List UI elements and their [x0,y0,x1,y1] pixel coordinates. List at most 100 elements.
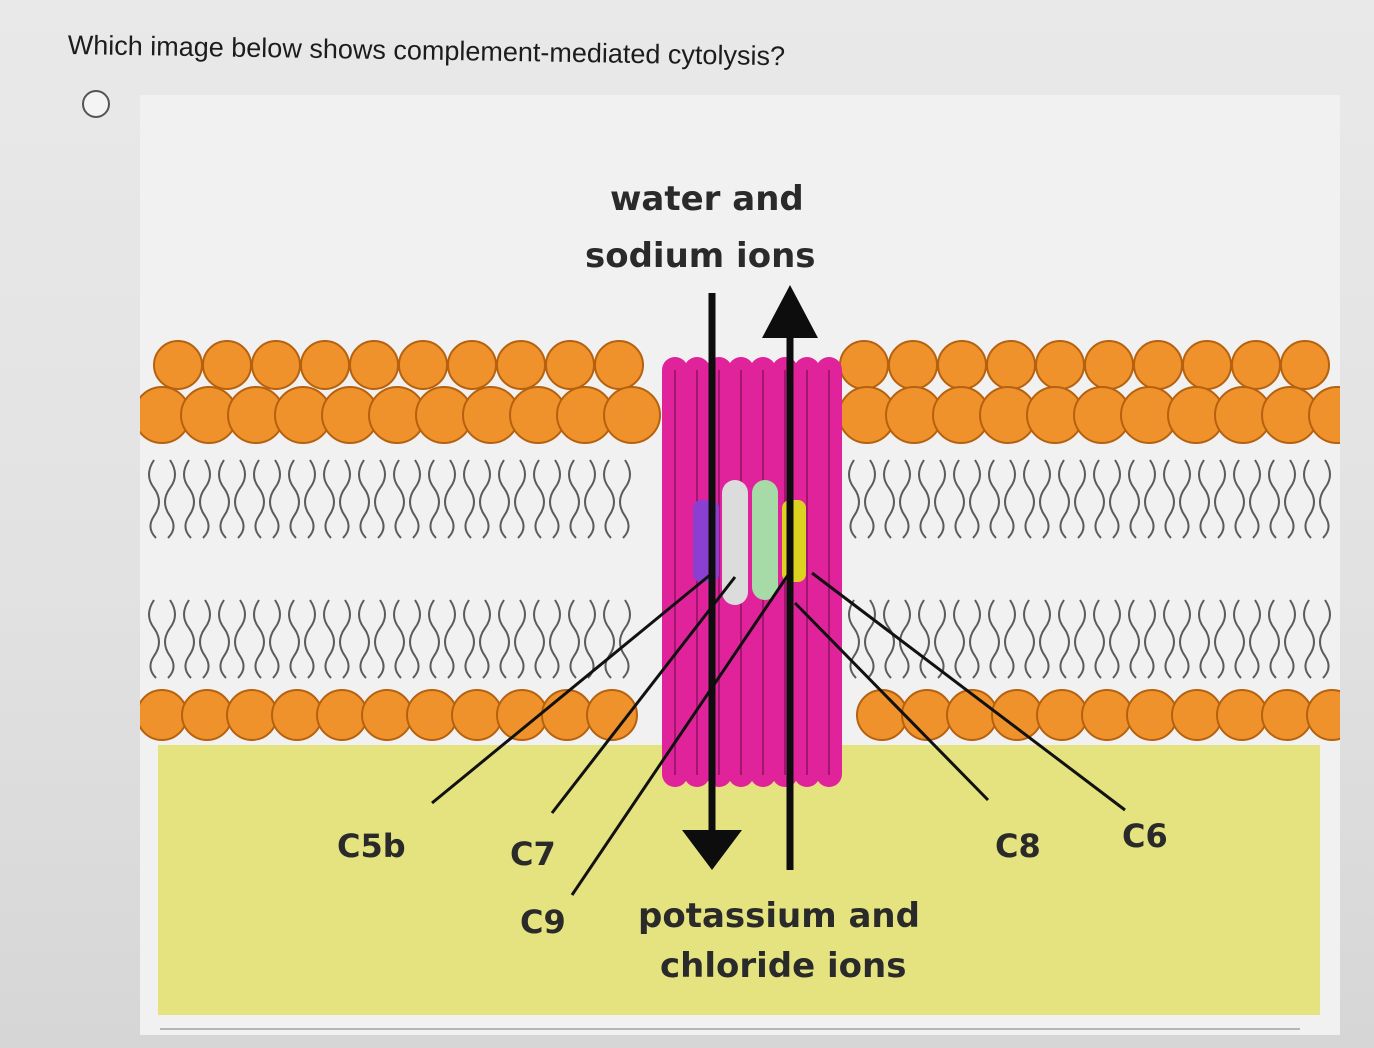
lipid-tail [1268,459,1280,539]
lipid-tail [164,459,176,539]
lipid-tail [918,599,930,679]
lipid-tail [603,599,615,679]
top-label-line2: sodium ions [585,236,816,276]
lipid-tail [498,599,510,679]
lipid-head [361,689,413,741]
lipid-head [586,689,638,741]
lipid-tail [1039,459,1051,539]
lipid-tail [1303,599,1315,679]
lipid-tail [1128,599,1140,679]
lipid-tail [568,599,580,679]
lipid-tail [463,459,475,539]
lipid-tail [339,599,351,679]
lipid-tail [1319,599,1331,679]
lipid-tail [1233,599,1245,679]
bottom-label-line1: potassium and [638,896,920,936]
lipid-tail [444,599,456,679]
lipid-tail [498,459,510,539]
lipid-tail [218,599,230,679]
lipid-head [1081,689,1133,741]
lipid-tail [533,599,545,679]
lipid-tail [1249,459,1261,539]
lipid-tail [568,459,580,539]
label-c9: C9 [520,903,566,941]
lipid-head [856,689,908,741]
answer-radio-button[interactable] [82,90,110,118]
lipid-head [1261,689,1313,741]
lipid-head [1306,689,1340,741]
top-label-line1: water and [610,179,804,219]
lipid-tail [1109,599,1121,679]
lipid-tail [1058,599,1070,679]
lipid-tail [1198,599,1210,679]
lipid-tail [1214,599,1226,679]
lipid-tail [428,459,440,539]
lipid-head [316,689,368,741]
bottom-label-line2: chloride ions [660,946,906,986]
lipid-tail [1144,459,1156,539]
lipid-tail [183,459,195,539]
lipid-head [202,340,252,390]
lipid-tail [619,459,631,539]
lipid-head [181,689,233,741]
lipid-tail [514,599,526,679]
lipid-head [226,689,278,741]
lipid-tail [1198,459,1210,539]
lipid-head [1035,340,1085,390]
lipid-head [153,340,203,390]
c7-segment [722,480,748,605]
lipid-head [251,340,301,390]
leader-line-c6 [811,571,1126,812]
lipid-tail [199,459,211,539]
lipid-tail [218,459,230,539]
lipid-tail [1023,599,1035,679]
lipid-head [271,689,323,741]
lipid-tail [444,459,456,539]
lipid-tail [1179,459,1191,539]
label-c8: C8 [995,827,1041,865]
lipid-tail [304,459,316,539]
lipid-tail [969,599,981,679]
label-c6: C6 [1122,817,1168,855]
lipid-tail [428,599,440,679]
lipid-tail [533,459,545,539]
lipid-tail [1303,459,1315,539]
lipid-tails [148,459,1331,679]
lipid-tail [1163,459,1175,539]
lipid-head [300,340,350,390]
lipid-head [1084,340,1134,390]
lipid-tail [148,599,160,679]
lipid-tail [619,599,631,679]
lipid-tail [514,459,526,539]
lipid-tail [1249,599,1261,679]
c6-segment [782,500,806,582]
leader-line-c7 [550,576,737,814]
lipid-tail [883,459,895,539]
lipid-head [1036,689,1088,741]
lipid-tail [899,599,911,679]
lipid-tail [463,599,475,679]
lipid-head [1280,340,1330,390]
lipid-tail [1004,459,1016,539]
lipid-tail [1004,599,1016,679]
lipid-tail [934,599,946,679]
lipid-tail [953,459,965,539]
lipid-head [349,340,399,390]
lipid-tail [358,599,370,679]
lipid-tail [269,459,281,539]
lipid-head [937,340,987,390]
lipid-tail [1093,599,1105,679]
lipid-tail [374,599,386,679]
label-c5b: C5b [337,827,406,865]
mac-diagram: water and sodium ions potassium and chlo… [140,95,1340,1035]
lipid-tail [183,599,195,679]
lipid-head [1126,689,1178,741]
lipid-tail [1109,459,1121,539]
lipid-head [986,340,1036,390]
lipid-tail [1074,599,1086,679]
lipid-tail [549,459,561,539]
lipid-tail [234,459,246,539]
lipid-head [140,689,188,741]
lipid-head [594,340,644,390]
lipid-tail [1268,599,1280,679]
